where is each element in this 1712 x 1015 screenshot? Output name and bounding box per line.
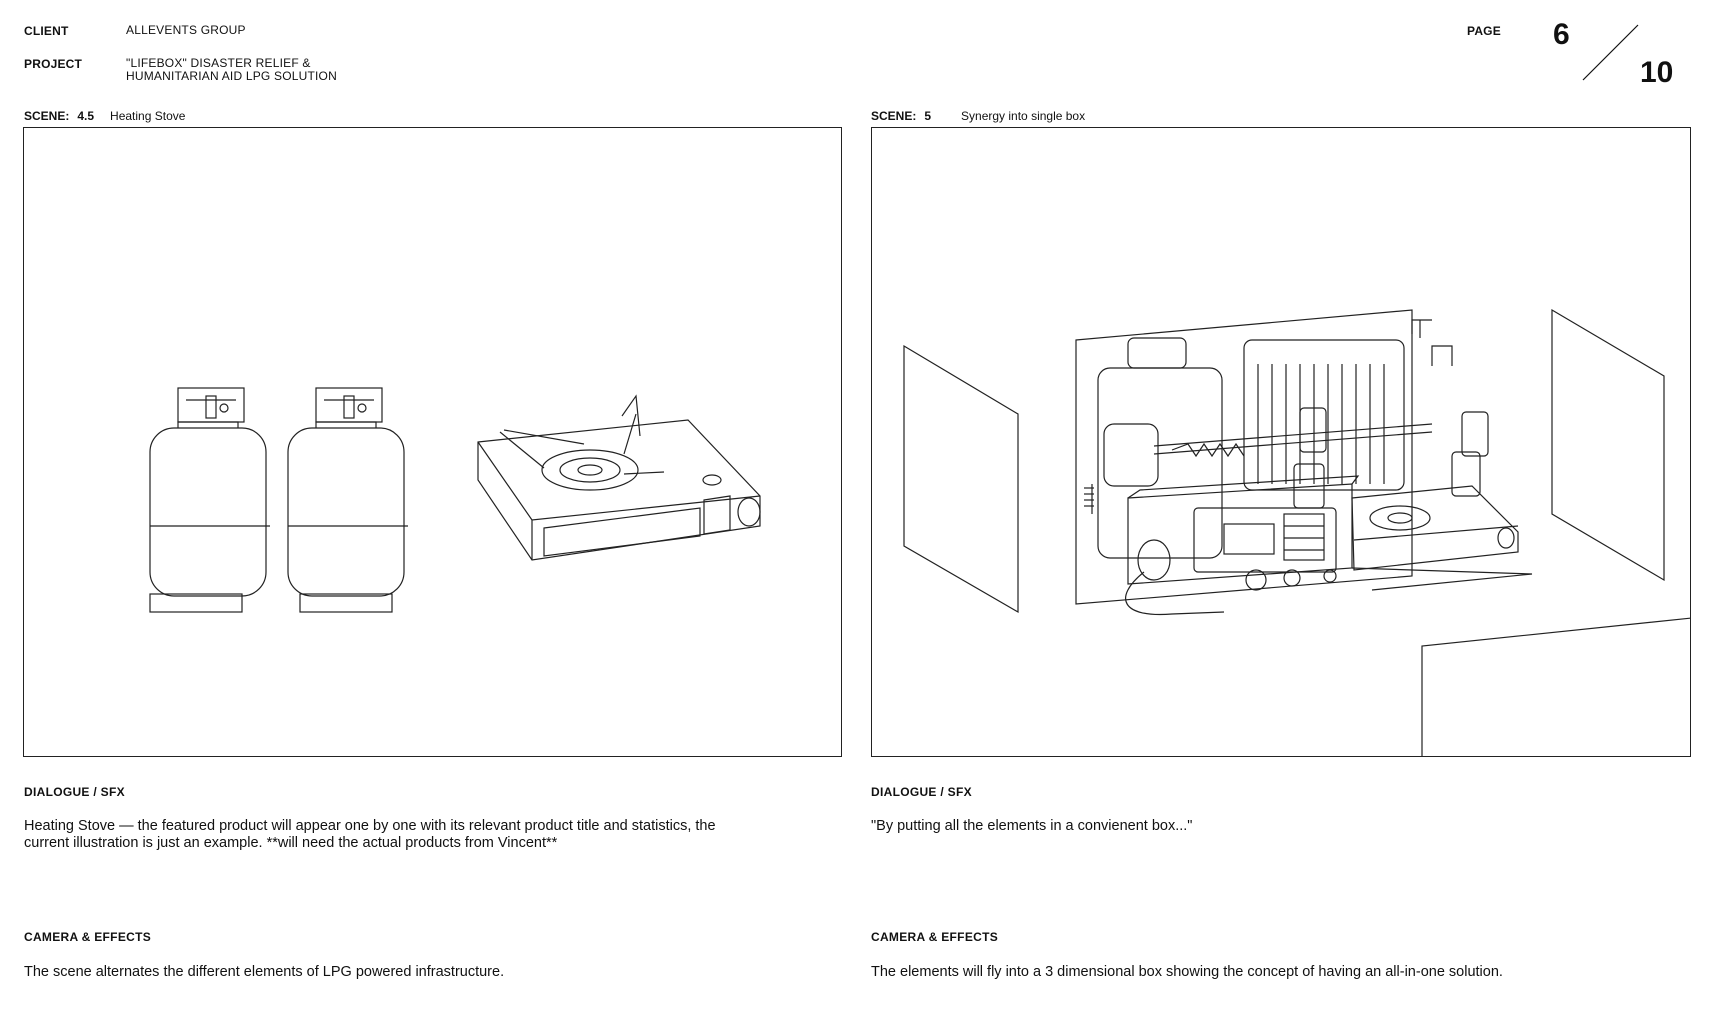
scene-frame-right [871,127,1691,757]
page-current: 6 [1553,18,1570,51]
dialogue-title-right: DIALOGUE / SFX [871,785,972,799]
scene-heading-right: SCENE: 5 Synergy into single box [871,109,1085,123]
dialogue-text-left: Heating Stove — the featured product wil… [24,818,716,851]
scene-heading-left: SCENE: 4.5 Heating Stove [24,109,185,123]
dialogue-title-left: DIALOGUE / SFX [24,785,125,799]
box-floor-edge [1421,617,1690,756]
project-value-line1: "LIFEBOX" DISASTER RELIEF & [126,56,311,70]
camping-stove-icon [477,394,761,561]
project-value-line2: HUMANITARIAN AID LPG SOLUTION [126,69,337,83]
camera-title-right: CAMERA & EFFECTS [871,930,999,944]
box-panel-right [1551,308,1665,582]
scene-label: SCENE: [24,109,70,123]
scene-illustration-stove [149,387,761,613]
dialogue-text-right: "By putting all the elements in a convie… [871,818,1193,834]
page-total: 10 [1640,56,1674,89]
project-label: PROJECT [24,57,83,71]
heater-icon [1153,319,1489,509]
scene-number: 4.5 [77,109,95,123]
scene-illustration-box [903,308,1690,756]
scene-number: 5 [924,109,932,123]
box-panel-left [903,344,1019,614]
lpg-cylinder-icon [287,387,408,613]
camera-text-right: The elements will fly into a 3 dimension… [871,964,1503,980]
client-value: ALLEVENTS GROUP [126,23,246,37]
scene-title: Synergy into single box [961,109,1086,123]
camping-stove-icon [1351,485,1533,591]
page-divider-slash [1582,24,1639,81]
scene-label: SCENE: [871,109,917,123]
client-label: CLIENT [24,24,69,38]
lpg-cylinder-icon [149,387,270,613]
camera-text-left: The scene alternates the different eleme… [24,964,505,980]
radio-icon [1125,475,1360,616]
scene-frame-left [23,127,842,757]
box-back-board [1075,309,1413,605]
page-label: PAGE [1467,24,1501,38]
camera-title-left: CAMERA & EFFECTS [24,930,152,944]
scene-title: Heating Stove [110,109,186,123]
generator-icon [1084,337,1223,559]
